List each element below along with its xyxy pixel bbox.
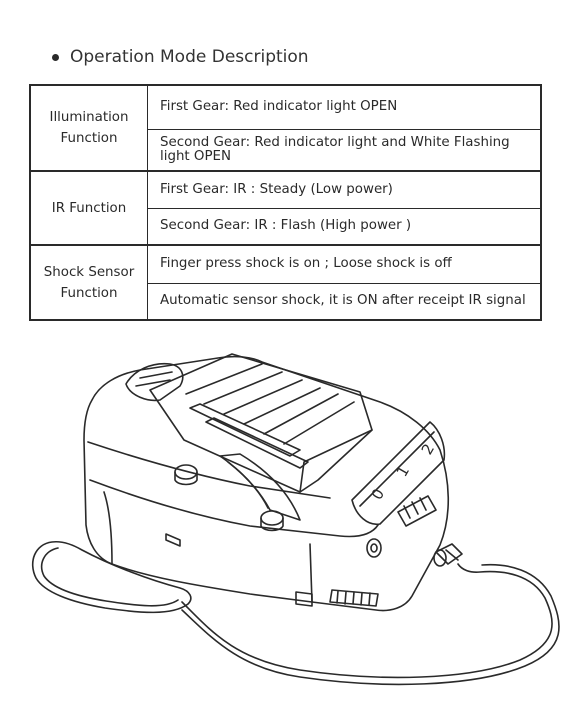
cable-connector [433, 543, 463, 567]
selector-number-1: 1 [393, 463, 413, 480]
mode-description: Second Gear: Red indicator light and Whi… [147, 128, 542, 172]
front-emitter-window [219, 453, 301, 521]
remote-switch-cable [31, 540, 560, 686]
ribbed-top-housing [149, 353, 373, 493]
device-body [83, 355, 450, 612]
side-slot [165, 533, 181, 547]
section-heading: Operation Mode Description [52, 44, 309, 70]
selector-number-2: 2 [418, 441, 438, 458]
mode-description: Second Gear: IR : Flash (High power ) [147, 207, 542, 246]
function-cell-illumination: Illumination Function [29, 84, 148, 172]
device-illustration: 0 1 2 [31, 353, 560, 686]
mode-description: First Gear: IR : Steady (Low power) [147, 170, 542, 209]
function-cell-ir: IR Function [29, 170, 148, 246]
mode-description: Finger press shock is on ; Loose shock i… [147, 244, 542, 284]
operation-mode-table: Illumination Function First Gear: Red in… [29, 84, 542, 321]
mode-selector-panel [351, 421, 446, 525]
mode-description: Automatic sensor shock, it is ON after r… [147, 282, 542, 321]
side-switch [366, 495, 437, 558]
function-cell-shock-sensor: Shock Sensor Function [29, 244, 148, 321]
mode-description: First Gear: Red indicator light OPEN [147, 84, 542, 130]
bullet-icon [52, 54, 59, 61]
rear-knob [125, 362, 184, 402]
rotary-dial [295, 589, 379, 607]
push-buttons [174, 464, 284, 532]
heading-text: Operation Mode Description [70, 47, 309, 67]
